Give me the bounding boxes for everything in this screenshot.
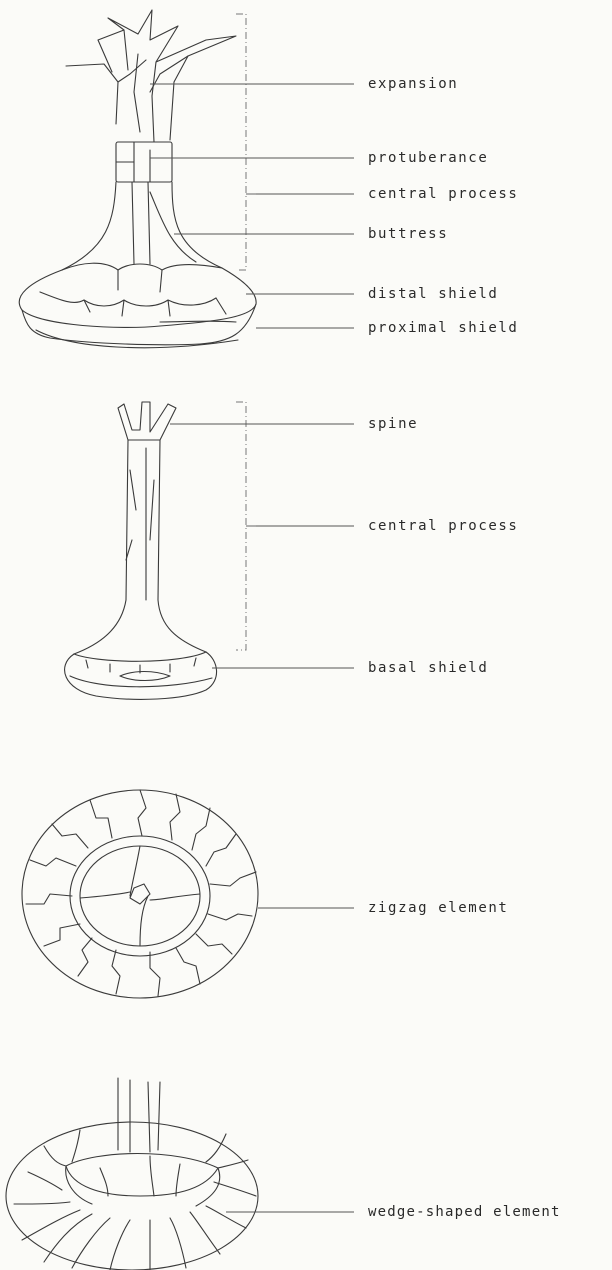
label-wedge-shaped-element: wedge-shaped element (368, 1204, 561, 1220)
label-buttress: buttress (368, 226, 448, 242)
label-proximal-shield: proximal shield (368, 320, 518, 336)
label-central-process-2: central process (368, 518, 518, 534)
expansion-drawing (66, 10, 236, 142)
label-spine: spine (368, 416, 418, 432)
label-expansion: expansion (368, 76, 458, 92)
figure-4-wedge-disc (6, 1078, 258, 1270)
label-central-process-1: central process (368, 186, 518, 202)
label-protuberance: protuberance (368, 150, 488, 166)
zigzag-spokes (26, 790, 256, 996)
label-basal-shield: basal shield (368, 660, 488, 676)
label-zigzag-element: zigzag element (368, 900, 508, 916)
leader-lines-figure-2 (170, 424, 354, 668)
bracket-central-process-1 (236, 14, 246, 270)
figure-1-coccolith (19, 10, 256, 348)
distal-shield-drawing (19, 263, 256, 327)
figure-2-coccolith (65, 402, 256, 699)
central-process-drawing (62, 182, 222, 270)
bracket-central-process-2 (236, 402, 246, 650)
central-process-2-drawing (74, 440, 206, 654)
spine-drawing (118, 402, 176, 440)
label-distal-shield: distal shield (368, 286, 498, 302)
proximal-shield-drawing (22, 304, 256, 348)
basal-shield-drawing (65, 652, 217, 699)
figure-3-zigzag-disc (22, 790, 258, 998)
